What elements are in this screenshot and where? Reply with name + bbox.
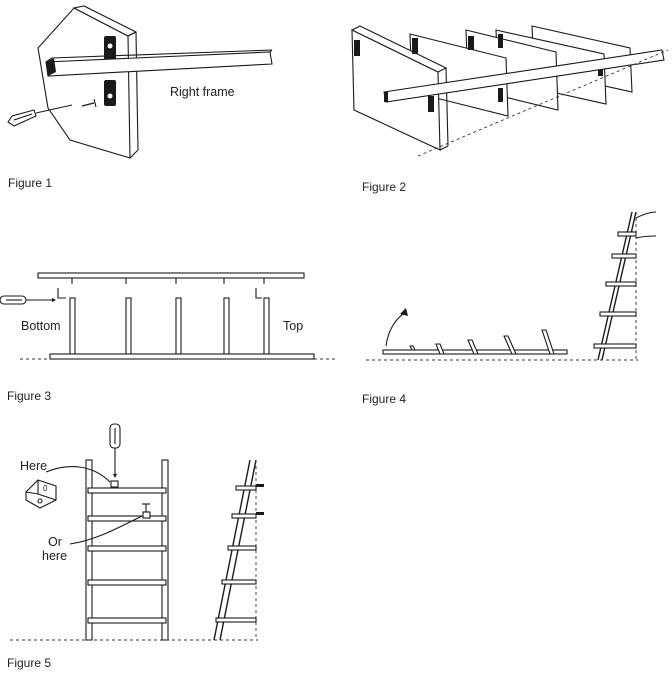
f4-rotate-arrow [385, 311, 407, 347]
f5-shelf-4 [87, 579, 167, 586]
f5-shelf-5 [87, 617, 167, 624]
p2-bracket-3 [468, 36, 474, 50]
figure-3-caption: Figure 3 [7, 389, 51, 403]
f3-top-rail [37, 272, 305, 279]
f3-arrow-right [255, 288, 262, 299]
f5-clip-or-here [142, 511, 151, 519]
bottom-label: Bottom [21, 319, 61, 333]
f5-clip-here [110, 480, 119, 488]
f3-rung-2 [125, 297, 132, 355]
here-leader [45, 466, 111, 483]
here-label: Here [20, 459, 47, 473]
figure-4-caption: Figure 4 [362, 392, 406, 406]
f3-bottom-rail [49, 353, 315, 360]
f5-shelf-2 [87, 515, 167, 522]
figure-5-panel: 0 Here Or here Figure 5 [7, 423, 264, 670]
f3-rung-5 [263, 297, 270, 355]
f3-rung-1 [69, 297, 76, 355]
f5-shelf-3 [87, 545, 167, 552]
bracket-lower [104, 80, 116, 106]
p2-bracket-6 [498, 88, 503, 102]
p2-bracket-4 [498, 34, 503, 48]
l-bracket-icon: 0 [25, 479, 57, 509]
f5-shelf-1 [87, 487, 167, 494]
f3-rung-4 [223, 297, 230, 355]
figure-3-panel: Bottom Top Figure 3 [0, 272, 338, 403]
rail-end-cap [46, 58, 56, 76]
screwdriver-icon [7, 104, 73, 127]
screwdriver-icon-f3 [0, 295, 56, 305]
p2-bracket-2 [412, 38, 418, 54]
p2-bracket-5 [428, 96, 434, 112]
figure-2-panel: Figure 2 [350, 25, 669, 194]
bracket-glyph: 0 [43, 484, 48, 493]
screw-icon [81, 98, 97, 108]
p2-bracket-1 [354, 40, 360, 56]
p2-rail-end [384, 92, 388, 102]
figure-1-caption: Figure 1 [8, 176, 52, 190]
figure-5-caption: Figure 5 [7, 656, 51, 670]
right-frame-label: Right frame [170, 85, 235, 99]
top-label: Top [283, 319, 303, 333]
figure-1-panel: Right frame Figure 1 [7, 5, 273, 190]
or-here-leader [69, 515, 143, 545]
or-here-label: here [42, 549, 67, 563]
f3-rung-3 [175, 297, 182, 355]
f3-arrow-left [57, 288, 66, 299]
figure-2-caption: Figure 2 [362, 180, 406, 194]
figure-4-panel: Figure 4 [362, 211, 657, 406]
screwdriver-icon-f5 [109, 423, 121, 478]
or-label: Or [48, 535, 62, 549]
rail-bar [45, 51, 273, 77]
